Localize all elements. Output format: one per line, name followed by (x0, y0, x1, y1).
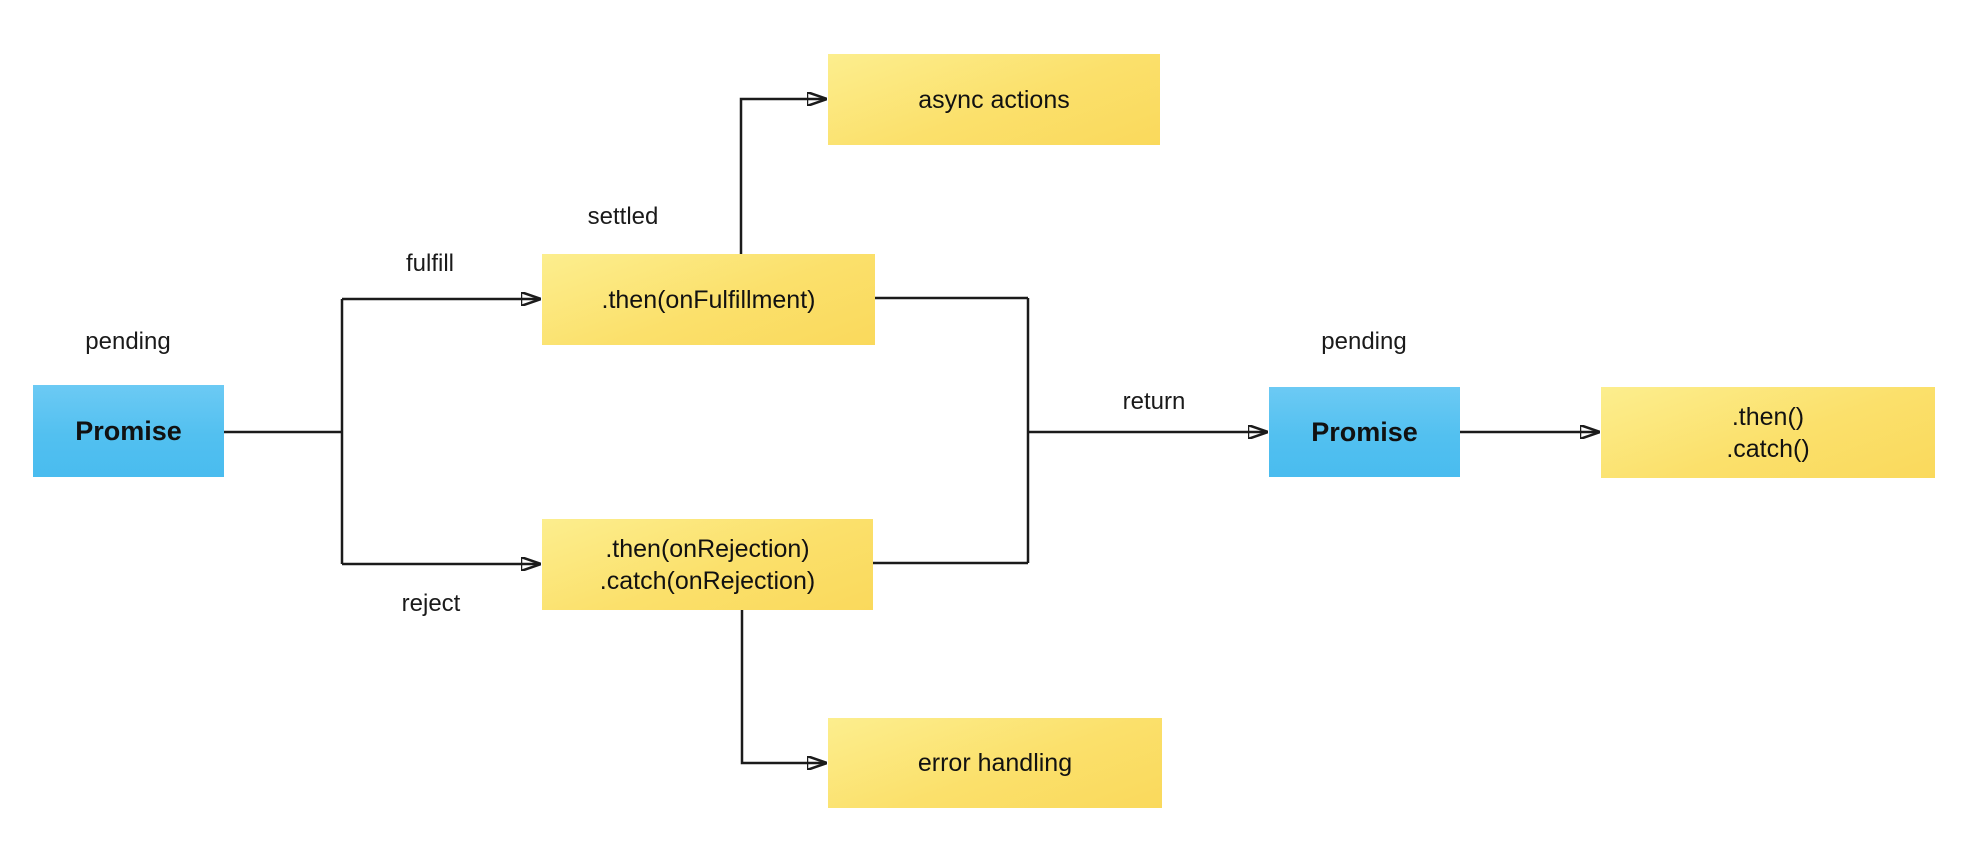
then-onfulfillment-node: .then(onFulfillment) (542, 254, 875, 345)
edge-to-error-handling (740, 610, 826, 763)
settled-label: settled (587, 203, 659, 230)
pending-label-left: pending (85, 328, 171, 355)
catch-chain-label: .catch() (1726, 434, 1810, 463)
then-onfulfillment-label: .then(onFulfillment) (601, 285, 816, 314)
promise-node-right: Promise (1269, 387, 1460, 477)
edge-to-async-actions (739, 99, 826, 254)
promise-node-left-label: Promise (75, 415, 182, 446)
pending-label-right: pending (1321, 328, 1407, 355)
async-actions-node: async actions (828, 54, 1160, 145)
error-handling-label: error handling (917, 749, 1073, 777)
then-onrejection-label: .then(onRejection) (605, 534, 810, 563)
then-chain-label: .then() (1731, 402, 1805, 431)
async-actions-label: async actions (918, 85, 1070, 114)
then-catch-node: .then() .catch() (1601, 387, 1935, 478)
then-catch-onrejection-node: .then(onRejection) .catch(onRejection) (542, 519, 873, 610)
promise-node-left: Promise (33, 385, 224, 477)
fulfill-edge-label: fulfill (405, 250, 454, 277)
promise-node-right-label: Promise (1311, 416, 1418, 447)
reject-edge-label: reject (401, 590, 461, 617)
error-handling-node: error handling (828, 718, 1162, 808)
catch-onrejection-label: .catch(onRejection) (599, 566, 816, 595)
return-edge-label: return (1122, 388, 1186, 415)
